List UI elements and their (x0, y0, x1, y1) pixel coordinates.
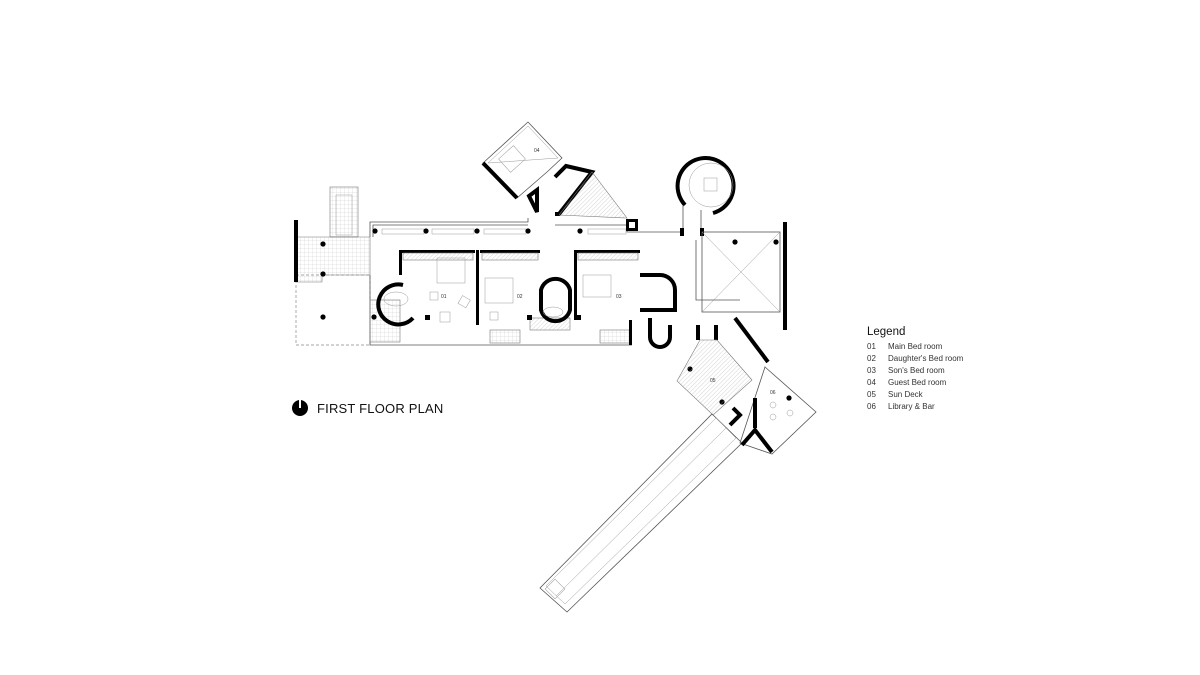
open-courtyard (695, 222, 787, 330)
room-label-06: 06 (770, 390, 776, 396)
room-label-04: 04 (534, 148, 540, 154)
plan-title: FIRST FLOOR PLAN (317, 400, 444, 416)
room-label-01: 01 (441, 294, 447, 300)
room-label-02: 02 (517, 294, 523, 300)
north-arrow-icon (292, 400, 308, 416)
east-wing (539, 316, 817, 613)
guest-room-block (481, 121, 638, 231)
room-label-05: 05 (710, 378, 716, 384)
room-label-03: 03 (616, 294, 622, 300)
spiral-staircase (675, 156, 736, 236)
west-deck (294, 186, 371, 346)
legend-heading: Legend (867, 326, 906, 338)
bedroom-wing (369, 218, 680, 349)
plan-title-block: FIRST FLOOR PLAN (292, 400, 443, 416)
